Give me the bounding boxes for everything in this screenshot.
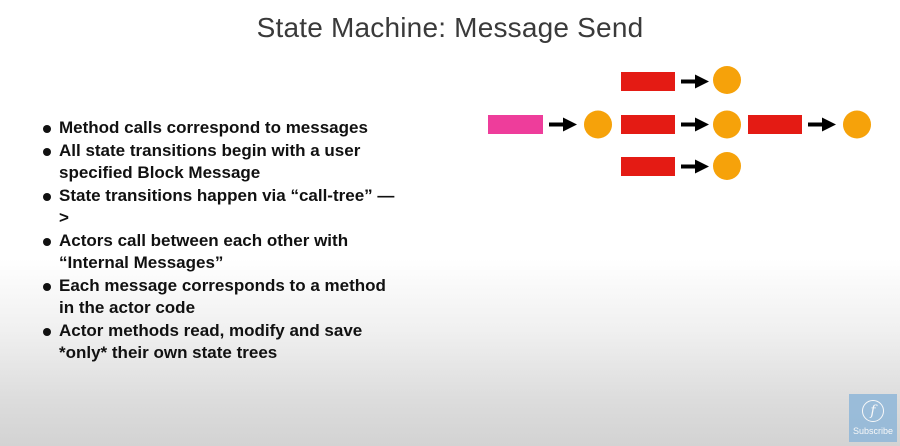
arrow-icon <box>808 117 836 132</box>
internal-message-box <box>621 157 675 176</box>
bullet-item: Method calls correspond to messages <box>42 117 402 140</box>
actor-node <box>713 152 741 180</box>
bullet-text: All state transitions begin with a user … <box>59 140 361 183</box>
bullet-dot <box>43 327 51 336</box>
bullet-item: All state transitions begin with a user … <box>42 140 402 185</box>
bullet-text: Each message corresponds to a method in … <box>59 275 386 318</box>
bullet-list: Method calls correspond to messages All … <box>42 117 402 365</box>
arrow-icon <box>681 74 709 89</box>
bullet-dot <box>43 125 51 133</box>
channel-logo-icon: f <box>862 400 884 422</box>
slide-title: State Machine: Message Send <box>256 12 644 43</box>
internal-message-box <box>621 72 675 91</box>
bullet-text: Actor methods read, modify and save *onl… <box>59 320 363 363</box>
bullet-item: Each message corresponds to a method in … <box>42 275 402 320</box>
bullet-item: State transitions happen via “call-tree”… <box>42 185 402 230</box>
actor-node <box>713 110 741 139</box>
actor-node <box>713 66 741 94</box>
subscribe-label: Subscribe <box>852 426 894 436</box>
internal-message-box <box>621 115 675 134</box>
bullet-item: Actors call between each other with “Int… <box>42 230 402 275</box>
internal-message-box <box>748 115 802 134</box>
bullet-dot <box>43 192 51 201</box>
bullet-text: Actors call between each other with “Int… <box>59 230 349 273</box>
bullet-dot <box>43 282 51 291</box>
actor-node <box>584 110 612 139</box>
arrow-icon <box>681 117 709 132</box>
arrow-icon <box>549 117 577 132</box>
bullet-text: Method calls correspond to messages <box>59 118 368 137</box>
bullet-text: State transitions happen via “call-tree”… <box>59 185 395 228</box>
bullet-item: Actor methods read, modify and save *onl… <box>42 320 402 365</box>
subscribe-watermark[interactable]: f Subscribe <box>849 394 897 442</box>
actor-node <box>843 110 871 139</box>
arrow-icon <box>681 159 709 174</box>
bullet-dot <box>43 237 51 246</box>
block-message-box <box>488 115 543 134</box>
bullet-dot <box>43 147 51 156</box>
